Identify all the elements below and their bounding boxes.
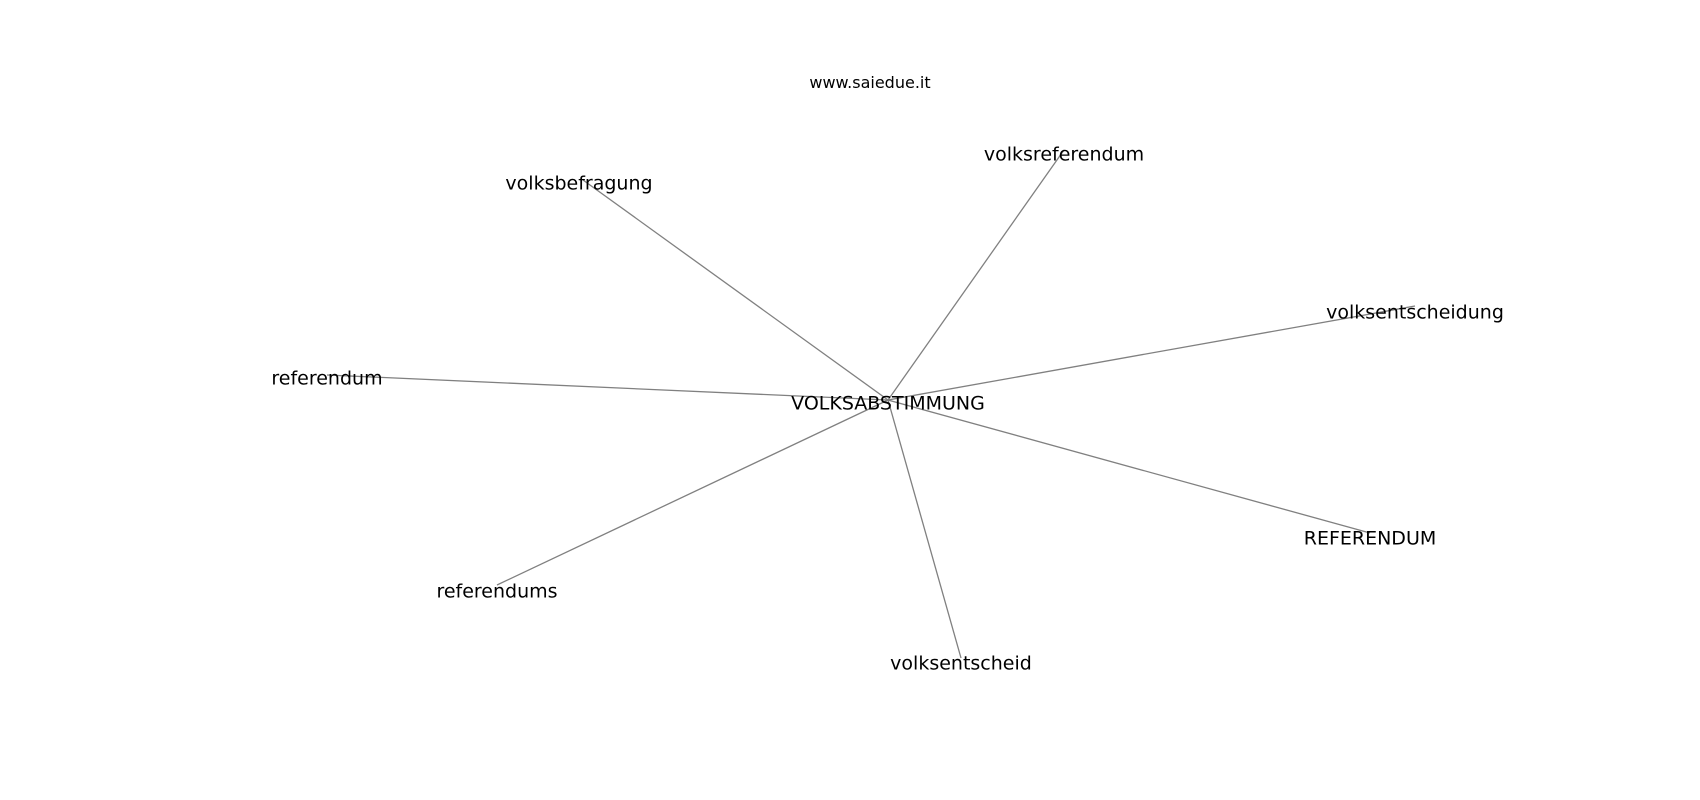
edge-center-referendum-upper	[887, 399, 1371, 534]
edges-layer	[326, 149, 1416, 659]
node-label-referendum-upper: REFERENDUM	[1304, 528, 1437, 550]
edge-center-volksentscheidung	[887, 305, 1416, 401]
node-label-volksentscheidung: volksentscheidung	[1326, 302, 1504, 324]
node-label-center: VOLKSABSTIMMUNG	[791, 393, 985, 415]
edge-center-volksentscheid	[887, 399, 962, 659]
edge-center-referendum	[326, 374, 889, 401]
edge-center-volksbefragung	[582, 179, 889, 401]
edge-center-referendums	[496, 399, 889, 586]
node-label-referendum: referendum	[271, 368, 382, 390]
node-label-volksentscheid: volksentscheid	[890, 653, 1032, 675]
labels-layer: VOLKSABSTIMMUNG volksbefragung volksrefere…	[271, 144, 1504, 675]
node-label-volksreferendum: volksreferendum	[984, 144, 1144, 166]
edge-center-volksreferendum	[887, 149, 1065, 401]
node-label-referendums: referendums	[436, 581, 557, 603]
watermark-text: www.saiedue.it	[809, 73, 930, 92]
node-label-volksbefragung: volksbefragung	[505, 173, 652, 195]
